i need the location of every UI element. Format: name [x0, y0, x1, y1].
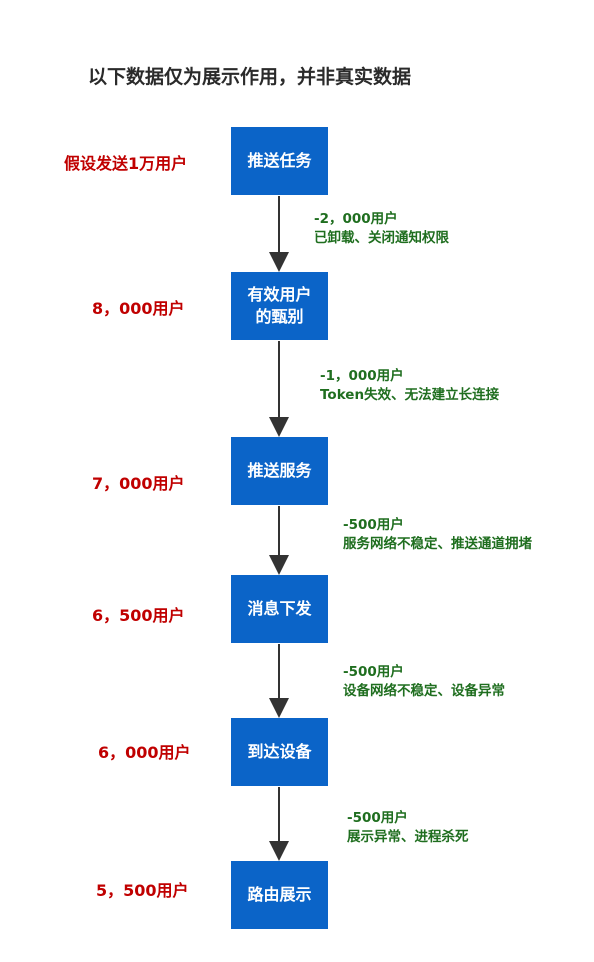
stage-3-label: 推送服务	[247, 461, 312, 480]
stage-4-count: 6，500用户	[92, 606, 185, 625]
loss-3-reason: 服务网络不稳定、推送通道拥堵	[343, 536, 532, 552]
stage-1-label: 推送任务	[247, 151, 312, 170]
stage-2-label-line-1: 有效用户	[247, 285, 312, 304]
stage-1-box: 推送任务	[231, 127, 328, 195]
loss-2-reason: Token失效、无法建立长连接	[320, 387, 500, 403]
stage-4-box: 消息下发	[231, 575, 328, 643]
stage-2-count: 8，000用户	[92, 299, 185, 318]
stage-5-box: 到达设备	[231, 718, 328, 786]
loss-5-reason: 展示异常、进程杀死	[347, 829, 469, 845]
loss-3-amount: -500用户	[343, 517, 404, 533]
loss-4-note: -500用户 设备网络不稳定、设备异常	[343, 663, 505, 701]
loss-1-note: -2，000用户 已卸载、关闭通知权限	[314, 210, 449, 248]
page-title: 以下数据仅为展示作用，并非真实数据	[88, 66, 412, 88]
stage-6-box: 路由展示	[231, 861, 328, 929]
stage-2-label-line-2: 的甄别	[255, 307, 304, 326]
loss-1-reason: 已卸载、关闭通知权限	[314, 230, 449, 246]
stage-5-count: 6，000用户	[98, 743, 191, 762]
loss-3-note: -500用户 服务网络不稳定、推送通道拥堵	[343, 516, 532, 554]
loss-2-note: -1，000用户 Token失效、无法建立长连接	[320, 367, 499, 405]
stage-2-box: 有效用户 的甄别	[231, 272, 328, 340]
stage-5-label: 到达设备	[247, 742, 312, 761]
stage-3-count: 7，000用户	[92, 474, 185, 493]
stage-6-label: 路由展示	[247, 885, 312, 904]
loss-5-note: -500用户 展示异常、进程杀死	[347, 809, 469, 847]
stage-1-count: 假设发送1万用户	[64, 154, 188, 173]
loss-4-amount: -500用户	[343, 664, 404, 680]
loss-4-reason: 设备网络不稳定、设备异常	[343, 683, 505, 699]
stage-3-box: 推送服务	[231, 437, 328, 505]
stage-6-count: 5，500用户	[96, 881, 189, 900]
loss-1-amount: -2，000用户	[314, 211, 398, 227]
loss-5-amount: -500用户	[347, 810, 408, 826]
stage-4-label: 消息下发	[247, 599, 312, 618]
loss-2-amount: -1，000用户	[320, 368, 404, 384]
